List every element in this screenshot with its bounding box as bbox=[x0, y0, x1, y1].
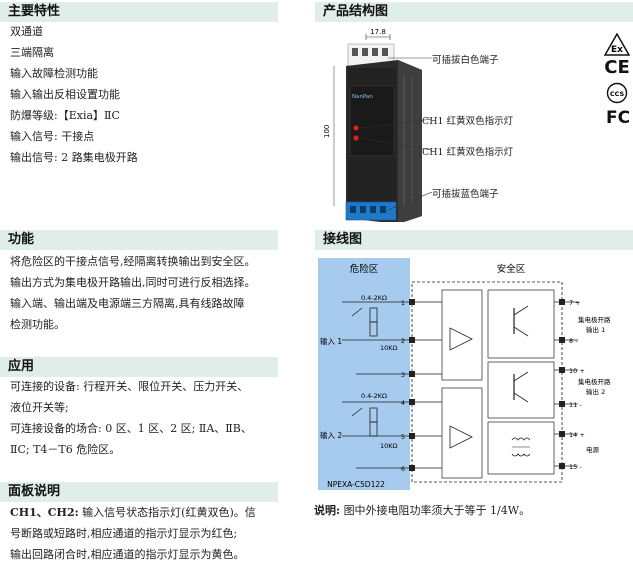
r10k-1: 10KΩ bbox=[380, 344, 398, 352]
application-line: 可连接的设备: 行程开关、限位开关、压力开关、 bbox=[10, 380, 249, 393]
svg-text:Ex: Ex bbox=[611, 45, 623, 55]
application-header: 应用 bbox=[0, 357, 278, 377]
terminal-14: 14 + bbox=[569, 431, 585, 439]
wiring-header: 接线图 bbox=[315, 230, 633, 250]
terminal-8: 8 - bbox=[569, 337, 578, 345]
feature-item: 输入输出反相设置功能 bbox=[10, 88, 120, 101]
function-line: 将危险区的干接点信号,经隔离转换输出到安全区。 bbox=[10, 255, 256, 268]
terminal-2: 2 bbox=[401, 337, 405, 345]
output-2-label-a: 集电极开路 bbox=[578, 377, 611, 386]
note-line: 说明: 图中外接电阻功率须大于等于 1/4W。 bbox=[314, 504, 530, 518]
feature-item: 防爆等级:【Exia】ⅡC bbox=[10, 109, 120, 122]
note-label: 说明: bbox=[314, 504, 341, 517]
brand-text: NanPan bbox=[352, 94, 373, 100]
output-1-label-b: 输出 1 bbox=[586, 325, 605, 334]
label-blue-terminal: 可插拔蓝色端子 bbox=[432, 189, 499, 200]
dim-height: 100 bbox=[323, 125, 331, 138]
function-line: 输出方式为集电极开路输出,同时可进行反相选择。 bbox=[10, 276, 256, 289]
panel-line: 号断路或短路时,相应通道的指示灯显示为红色; bbox=[10, 527, 238, 540]
terminal-4: 4 bbox=[401, 399, 405, 407]
resistor-range-1: 0.4-2KΩ bbox=[361, 294, 387, 302]
function-header: 功能 bbox=[0, 230, 278, 250]
terminal-6: 6 bbox=[401, 465, 405, 473]
application-line: 可连接设备的场合: 0 区、1 区、2 区; ⅡA、ⅡB、 bbox=[10, 422, 252, 435]
application-line: ⅡC; T4－T6 危险区。 bbox=[10, 443, 121, 456]
function-line: 输入端、输出端及电源端三方隔离,具有线路故障 bbox=[10, 297, 245, 310]
resistor-range-2: 0.4-2KΩ bbox=[361, 392, 387, 400]
model-label: NPEXA-C5D122 bbox=[327, 480, 385, 489]
terminal-7: 7 + bbox=[569, 299, 581, 307]
terminal-11: 11 - bbox=[569, 401, 582, 409]
hazard-zone-label: 危险区 bbox=[350, 263, 379, 275]
terminal-3: 3 bbox=[401, 371, 405, 379]
feature-item: 双通道 bbox=[10, 25, 43, 38]
label-white-terminal: 可插拔白色端子 bbox=[432, 55, 499, 66]
fc-icon: FC bbox=[605, 108, 631, 128]
terminal-1: 1 bbox=[401, 299, 405, 307]
structure-header: 产品结构图 bbox=[315, 2, 633, 22]
panel-line: 输出回路闭合时,相应通道的指示灯显示为黄色。 bbox=[10, 548, 245, 561]
note-text: 图中外接电阻功率须大于等于 1/4W。 bbox=[343, 504, 531, 517]
input-1-label: 输入 1 bbox=[320, 336, 342, 346]
output-1-label-a: 集电极开路 bbox=[578, 315, 611, 324]
svg-text:CCS: CCS bbox=[610, 90, 625, 98]
terminal-10: 10 + bbox=[569, 367, 585, 375]
panel-header: 面板说明 bbox=[0, 482, 278, 502]
label-ch1-led-2: CH1 红黄双色指示灯 bbox=[422, 147, 514, 158]
panel-label: CH1、CH2: bbox=[10, 506, 79, 519]
panel-text: 输入信号状态指示灯(红黄双色)。信 bbox=[78, 506, 256, 519]
ex-icon: Ex bbox=[604, 33, 630, 56]
terminal-15: 15 - bbox=[569, 463, 582, 471]
output-2-label-b: 输出 2 bbox=[586, 387, 605, 396]
r10k-2: 10KΩ bbox=[380, 442, 398, 450]
wiring-diagram: 危险区 安全区 0.4-2KΩ 0.4-2KΩ 10KΩ 10KΩ 输入 bbox=[318, 258, 611, 490]
feature-item: 输入信号: 干接点 bbox=[10, 130, 95, 143]
product-image: 17.8 100 NanPan bbox=[323, 28, 432, 222]
panel-line-1: CH1、CH2: 输入信号状态指示灯(红黄双色)。信 bbox=[10, 506, 256, 520]
feature-item: 输入故障检测功能 bbox=[10, 67, 98, 80]
ccs-icon: CCS bbox=[606, 82, 628, 104]
function-line: 检测功能。 bbox=[10, 318, 65, 331]
feature-item: 三端隔离 bbox=[10, 46, 54, 59]
label-ch1-led: CH1 红黄双色指示灯 bbox=[422, 116, 514, 127]
safe-zone-label: 安全区 bbox=[497, 263, 526, 275]
feature-item: 输出信号: 2 路集电极开路 bbox=[10, 151, 138, 164]
power-label: 电源 bbox=[586, 445, 600, 454]
input-2-label: 输入 2 bbox=[320, 430, 342, 440]
dim-width: 17.8 bbox=[370, 28, 386, 36]
application-line: 液位开关等; bbox=[10, 401, 69, 414]
ce-icon: CE bbox=[604, 57, 630, 78]
features-header: 主要特性 bbox=[0, 2, 278, 22]
terminal-5: 5 bbox=[401, 433, 405, 441]
